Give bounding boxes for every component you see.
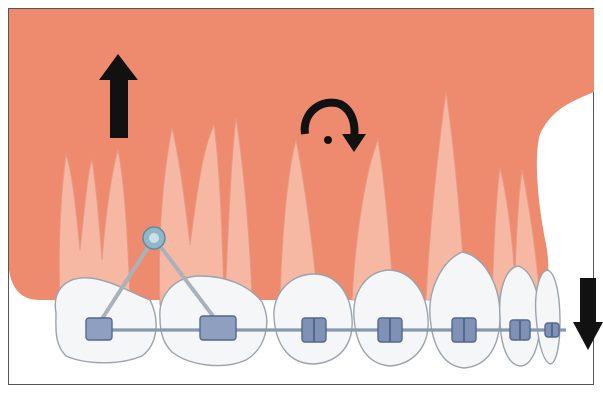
bracket-5	[545, 323, 559, 337]
bracket-1	[302, 318, 326, 342]
molar-tube-2	[200, 316, 236, 340]
molar-tube-1	[86, 318, 112, 340]
bracket-2	[378, 318, 402, 342]
bracket-3	[452, 318, 476, 342]
miniscrew-icon	[143, 227, 165, 249]
bracket-4	[510, 320, 530, 340]
